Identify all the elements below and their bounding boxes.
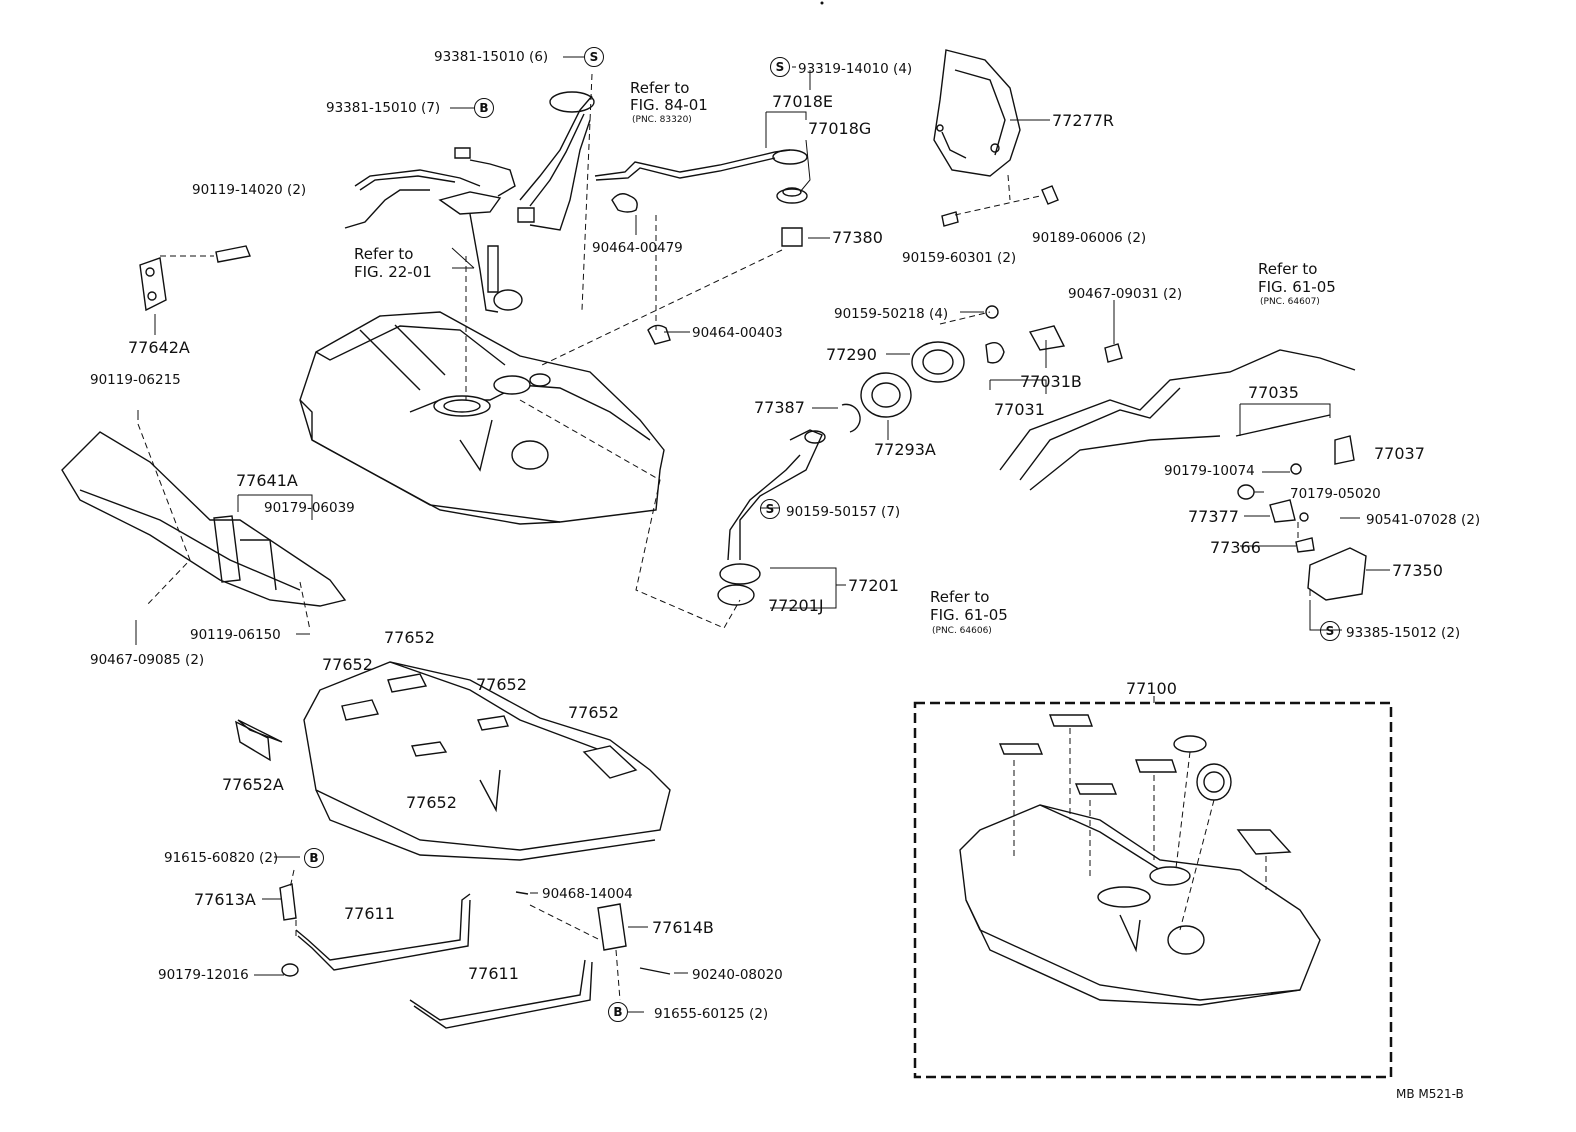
part-label: 77290: [826, 345, 877, 364]
tank-straps: [279, 883, 671, 1029]
symbol-s-badge: S: [584, 47, 604, 67]
filler-parts: [717, 305, 1066, 606]
part-label: 77031B: [1020, 372, 1082, 391]
part-label: 90119-14020 (2): [192, 182, 307, 198]
part-label: 90467-09031 (2): [1068, 286, 1183, 302]
vent-tube: [594, 149, 808, 345]
part-label: 77652: [568, 703, 619, 722]
part-label: 77611: [344, 904, 395, 923]
part-label: 77201J: [768, 596, 824, 615]
refer-label: Refer to: [1258, 260, 1318, 278]
part-label: 77100: [1126, 679, 1177, 698]
leader-lines: [135, 56, 1390, 1013]
part-label: 77018G: [808, 119, 872, 138]
part-label: 77377: [1188, 507, 1239, 526]
part-label: 77652: [384, 628, 435, 647]
part-label: 90179-12016: [158, 967, 249, 983]
part-label: 93381-15010 (6): [434, 49, 549, 65]
fuel-tank-upper: [299, 311, 665, 525]
part-label: 77642A: [128, 338, 190, 357]
part-label: 77380: [832, 228, 883, 247]
part-label: 77641A: [236, 471, 298, 490]
part-label: 90541-07028 (2): [1366, 512, 1481, 528]
part-label: 70179-05020: [1290, 486, 1381, 502]
part-label: 91615-60820 (2): [164, 850, 279, 866]
part-label: 77031: [994, 400, 1045, 419]
refer-label: FIG. 84-01: [630, 96, 708, 114]
part-label: 90159-50218 (4): [834, 306, 949, 322]
symbol-s-badge: S: [1320, 621, 1340, 641]
heat-shield: [933, 49, 1059, 227]
part-label: 77614B: [652, 918, 714, 937]
tank-assembly-box: [913, 701, 1393, 1079]
fuel-pump-assembly: [344, 91, 595, 313]
part-label: 90464-00403: [692, 325, 783, 341]
part-label: 90119-06215: [90, 372, 181, 388]
refer-label: FIG. 61-05: [1258, 278, 1336, 296]
symbol-s-badge: S: [770, 57, 790, 77]
refer-label: FIG. 22-01: [354, 263, 432, 281]
refer-label: FIG. 61-05: [930, 606, 1008, 624]
part-label: 93319-14010 (4): [798, 61, 913, 77]
refer-label: Refer to: [354, 245, 414, 263]
scan-dot: [820, 1, 824, 5]
part-label: 93381-15010 (7): [326, 100, 441, 116]
part-label: 90159-60301 (2): [902, 250, 1017, 266]
refer-label: Refer to: [930, 588, 990, 606]
part-label: 77035: [1248, 383, 1299, 402]
part-label: 77037: [1374, 444, 1425, 463]
part-label: 77652A: [222, 775, 284, 794]
part-label: 77387: [754, 398, 805, 417]
protector-bracket: [61, 245, 347, 607]
fuel-tank-lower: [235, 661, 671, 861]
symbol-b-badge: B: [608, 1002, 628, 1022]
part-label: 77652: [322, 655, 373, 674]
part-label: 90159-50157 (7): [786, 504, 901, 520]
part-label: 77366: [1210, 538, 1261, 557]
part-label: 77277R: [1052, 111, 1115, 130]
refer-pnc: (PNC. 64606): [932, 626, 992, 636]
part-label: 90468-14004: [542, 886, 633, 902]
symbol-s-badge: S: [760, 499, 780, 519]
refer-pnc: (PNC. 64607): [1260, 297, 1320, 307]
part-label: 77652: [406, 793, 457, 812]
part-label: 90240-08020: [692, 967, 783, 983]
part-label: 90179-10074: [1164, 463, 1255, 479]
refer-label: Refer to: [630, 79, 690, 97]
release-cables: [999, 343, 1367, 601]
part-label: 77201: [848, 576, 899, 595]
part-label: 77350: [1392, 561, 1443, 580]
part-label: 90189-06006 (2): [1032, 230, 1147, 246]
part-label: 90467-09085 (2): [90, 652, 205, 668]
refer-pnc: (PNC. 83320): [632, 115, 692, 125]
part-label: 77018E: [772, 92, 834, 111]
part-label: 91655-60125 (2): [654, 1006, 769, 1022]
part-label: 77611: [468, 964, 519, 983]
part-label: 93385-15012 (2): [1346, 625, 1461, 641]
symbol-b-badge: B: [304, 848, 324, 868]
part-label: 77293A: [874, 440, 936, 459]
fuel-tank-assembly: [959, 714, 1321, 1006]
symbol-b-badge: B: [474, 98, 494, 118]
part-label: 90119-06150: [190, 627, 281, 643]
part-label: 90464-00479: [592, 240, 683, 256]
part-label: 77652: [476, 675, 527, 694]
part-label: 90179-06039: [264, 500, 355, 516]
part-label: 77613A: [194, 890, 256, 909]
diagram-code: MB M521-B: [1396, 1087, 1464, 1101]
